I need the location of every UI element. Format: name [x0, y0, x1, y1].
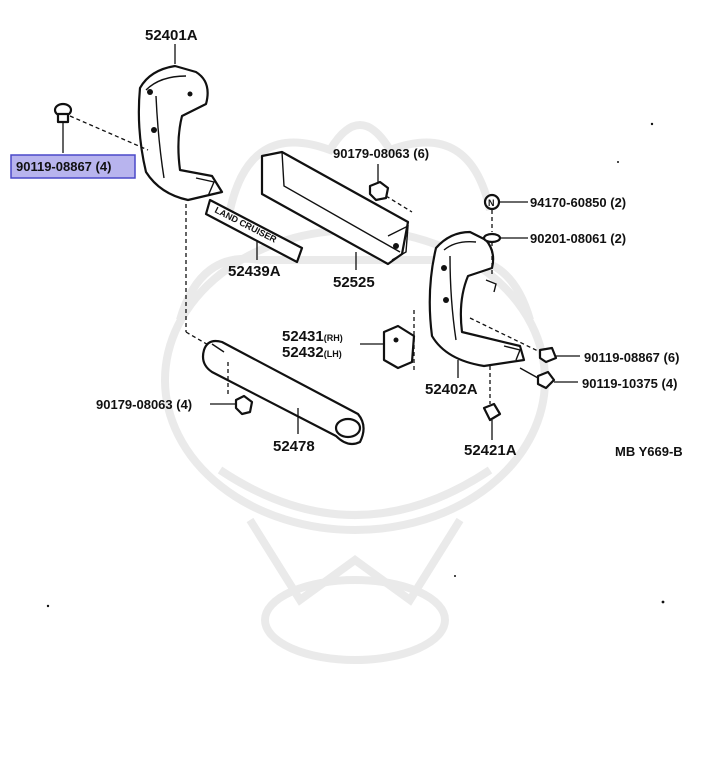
scan-specks [46, 122, 665, 608]
part-90179-08063-4-drawing[interactable] [210, 394, 254, 416]
label-90201-08061-2[interactable]: 90201-08061 (2) [530, 231, 626, 246]
part-90179-08063-6-drawing[interactable] [368, 164, 413, 213]
part-90201-08061-2-drawing[interactable] [482, 232, 528, 276]
label-90179-08063-4[interactable]: 90179-08063 (4) [96, 397, 192, 412]
label-90119-10375-4[interactable]: 90119-10375 (4) [582, 376, 677, 391]
highlight-box [10, 154, 136, 179]
part-52421A-drawing[interactable] [482, 366, 502, 440]
label-52421A[interactable]: 52421A [464, 442, 517, 459]
part-52401A-drawing[interactable] [137, 44, 224, 202]
part-52402A-drawing[interactable] [428, 230, 526, 378]
label-52525[interactable]: 52525 [333, 274, 375, 291]
label-94170-60850-2[interactable]: 94170-60850 (2) [530, 195, 626, 210]
label-52401A[interactable]: 52401A [145, 27, 198, 44]
label-52432[interactable]: 52432(LH) [282, 344, 342, 361]
emblem-text: LAND CRUISER [213, 205, 279, 245]
part-52525-drawing[interactable] [260, 150, 410, 270]
label-52402A[interactable]: 52402A [425, 381, 478, 398]
label-90119-08867-4[interactable]: 90119-08867 (4) [16, 159, 111, 174]
label-90119-08867-6[interactable]: 90119-08867 (6) [584, 350, 679, 365]
part-90119-10375-4-drawing[interactable] [519, 367, 578, 390]
nut-badge: N [488, 198, 495, 208]
part-94170-60850-2-drawing[interactable]: N [483, 193, 528, 232]
part-90119-08867-4-drawing[interactable] [53, 102, 149, 153]
part-52431-52432-drawing[interactable] [360, 310, 416, 370]
label-90179-08063-6[interactable]: 90179-08063 (6) [333, 146, 429, 161]
label-52431[interactable]: 52431(RH) [282, 328, 343, 345]
part-90119-08867-6-drawing[interactable] [469, 317, 580, 364]
diagram-code: MB Y669-B [615, 444, 683, 459]
label-52478[interactable]: 52478 [273, 438, 315, 455]
label-52439A[interactable]: 52439A [228, 263, 281, 280]
part-52478-drawing[interactable] [185, 204, 365, 446]
